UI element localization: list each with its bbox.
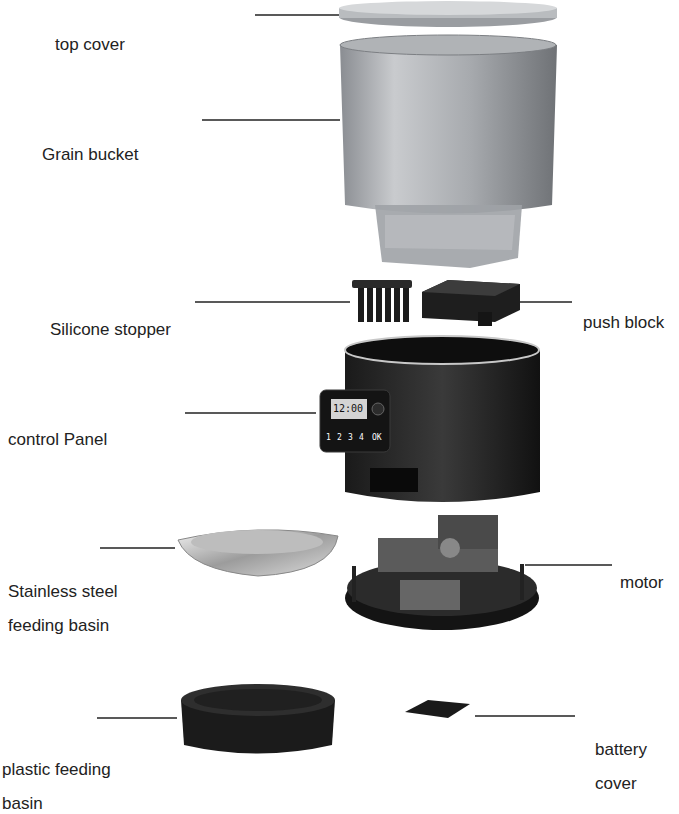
button-label: OK	[372, 434, 382, 442]
part-label: Grain bucket	[42, 138, 138, 172]
part-label: push block	[583, 306, 664, 340]
button-number: 3	[348, 434, 353, 442]
part-label: top cover	[55, 28, 125, 62]
part-label: Stainless steel feeding basin	[8, 575, 148, 643]
part-label: control Panel	[8, 423, 107, 457]
button-number: 1	[326, 434, 331, 442]
motor-base	[345, 515, 539, 630]
lcd-readout: 12:00	[333, 404, 363, 414]
grain-bucket	[340, 35, 557, 268]
part-label: battery cover	[595, 733, 671, 801]
part-label: motor	[620, 566, 663, 600]
push-block	[422, 280, 520, 326]
battery-cover	[405, 700, 470, 718]
plastic-bowl	[181, 684, 335, 754]
silicone-stopper	[352, 280, 412, 322]
leader-lines	[97, 15, 612, 718]
top-cover	[339, 1, 557, 27]
button-number: 2	[337, 434, 342, 442]
button-number: 4	[359, 434, 364, 442]
part-label: plastic feeding basin	[2, 753, 114, 814]
main-body	[320, 336, 540, 502]
steel-bowl	[178, 530, 338, 576]
part-label: Silicone stopper	[50, 313, 171, 347]
